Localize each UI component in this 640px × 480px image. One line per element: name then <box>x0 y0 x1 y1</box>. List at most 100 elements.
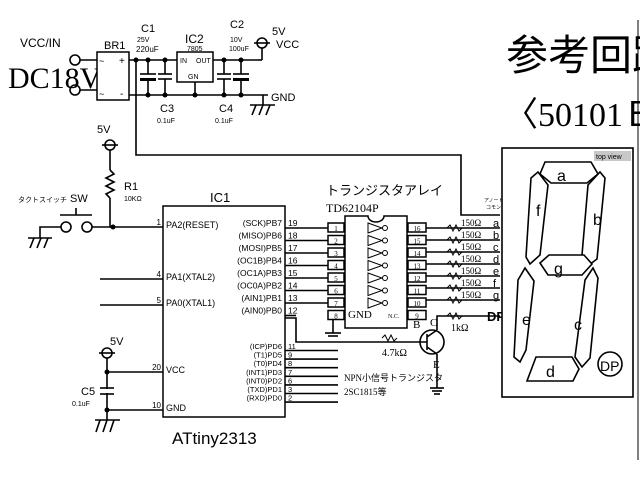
ic1-pin-number: 13 <box>288 293 298 303</box>
array-left-pin <box>327 234 345 246</box>
segment-d <box>525 356 580 382</box>
svg-text:1: 1 <box>334 225 338 233</box>
svg-text:5V: 5V <box>272 26 286 38</box>
svg-text:10: 10 <box>414 300 422 308</box>
ic1-pin-number: 2 <box>288 394 292 403</box>
inverter-buffer <box>367 284 384 297</box>
c3-capacitor <box>158 60 172 95</box>
switch-ground <box>28 226 61 249</box>
tact-switch <box>60 208 93 233</box>
ic2-label: IC2 <box>185 32 204 46</box>
ic1-port-d-label: (INT1)PD3 <box>246 368 282 377</box>
svg-text:g: g <box>554 261 563 278</box>
array-left-pin <box>327 272 345 283</box>
ic1-pin-label: PA1(XTAL2) <box>166 272 215 282</box>
svg-text:25V: 25V <box>137 37 150 44</box>
svg-text:10KΩ: 10KΩ <box>124 196 142 203</box>
svg-text:11: 11 <box>414 288 421 296</box>
ic1-pin-label: VCC <box>166 365 186 375</box>
c4-label: C4 <box>219 103 233 115</box>
svg-text:E: E <box>433 359 440 371</box>
segment-line-label: g <box>493 290 499 302</box>
segment-line-label: e <box>493 266 499 278</box>
svg-text:IN: IN <box>180 58 187 65</box>
segment-resistor <box>446 235 463 245</box>
reset-vcc-terminal <box>102 139 118 170</box>
segment-line-label: d <box>493 254 499 266</box>
svg-text:4: 4 <box>334 263 338 271</box>
c3-label: C3 <box>160 103 174 115</box>
ic1-pin-number: 19 <box>288 218 298 228</box>
array-left-pin <box>327 297 345 308</box>
ic2-regulator <box>176 51 214 83</box>
ic1-pin-number: 10 <box>152 401 161 410</box>
svg-text:-: - <box>120 89 123 100</box>
base-resistor <box>381 333 398 343</box>
ic1-pin-number: 14 <box>288 281 298 291</box>
svg-text:GN: GN <box>188 74 199 81</box>
base-wire <box>285 317 400 343</box>
ic1-pin-number: 17 <box>288 243 298 253</box>
array-left-pin <box>327 284 345 296</box>
svg-text:~: ~ <box>99 56 104 66</box>
segment-line-label: f <box>493 278 497 290</box>
svg-text:e: e <box>522 312 531 329</box>
segment-line-label: c <box>493 242 499 254</box>
inverter-buffer <box>367 259 384 272</box>
r1-label: R1 <box>124 181 138 193</box>
npn-transistor <box>400 315 447 388</box>
svg-text:N.C.: N.C. <box>388 314 400 320</box>
svg-text:3: 3 <box>334 250 338 258</box>
svg-text:8: 8 <box>334 313 338 321</box>
svg-text:0.1uF: 0.1uF <box>215 118 233 125</box>
array-part: TD62104P <box>326 201 379 215</box>
svg-text:0.1uF: 0.1uF <box>157 118 175 125</box>
svg-text:GND: GND <box>271 92 296 104</box>
title: 参考回路図 <box>506 33 640 80</box>
svg-text:2: 2 <box>334 238 338 246</box>
array-left-pin <box>327 309 345 321</box>
segment-g <box>538 254 594 276</box>
segment-resistor <box>446 295 463 305</box>
ic1-pin-number: 7 <box>288 368 292 377</box>
array-left-pin <box>327 222 345 233</box>
svg-text:アノード: アノード <box>484 198 504 204</box>
array-right-pin <box>407 272 427 283</box>
ic1-port-b-label: (AIN0)PB0 <box>241 306 282 316</box>
transistor-desc: NPN小信号トランジスタ <box>344 372 443 383</box>
ic1-attiny2313 <box>162 205 286 418</box>
ic1-pin-number: 16 <box>288 256 298 266</box>
anode-supply-wire <box>135 60 500 216</box>
c2-capacitor <box>233 60 249 95</box>
c1-capacitor <box>140 60 156 95</box>
ic1-pin-number: 9 <box>288 351 292 360</box>
r1-resistor <box>104 169 116 199</box>
svg-text:150Ω: 150Ω <box>461 242 482 252</box>
svg-text:150Ω: 150Ω <box>461 266 482 276</box>
svg-text:220uF: 220uF <box>136 45 159 54</box>
svg-text:+: + <box>119 56 125 67</box>
ic1-pin-label: GND <box>166 403 187 413</box>
dp-resistor <box>446 311 463 321</box>
svg-text:5V: 5V <box>97 124 111 136</box>
svg-text:C: C <box>430 317 437 329</box>
bridge-label: BR1 <box>104 40 125 52</box>
ic1-pin-number: 5 <box>157 296 162 305</box>
svg-text:15: 15 <box>414 238 422 246</box>
segment-f <box>525 170 549 266</box>
svg-text:4.7kΩ: 4.7kΩ <box>382 348 407 359</box>
ic1-pin-number: 1 <box>157 218 162 227</box>
transistor-part: 2SC1815等 <box>344 386 387 397</box>
svg-text:f: f <box>536 203 541 220</box>
svg-text:コモン: コモン <box>486 205 501 211</box>
svg-text:7805: 7805 <box>187 46 203 53</box>
inverter-buffer <box>367 222 384 234</box>
subtitle: 〈50101ＢＳ〉 <box>504 97 640 134</box>
svg-text:150Ω: 150Ω <box>461 230 482 240</box>
segment-resistor <box>446 283 463 293</box>
svg-text:top view: top view <box>596 154 623 161</box>
svg-text:VCC: VCC <box>276 39 299 51</box>
svg-text:d: d <box>546 364 555 381</box>
ic1-pin-label: PA0(XTAL1) <box>166 298 215 308</box>
